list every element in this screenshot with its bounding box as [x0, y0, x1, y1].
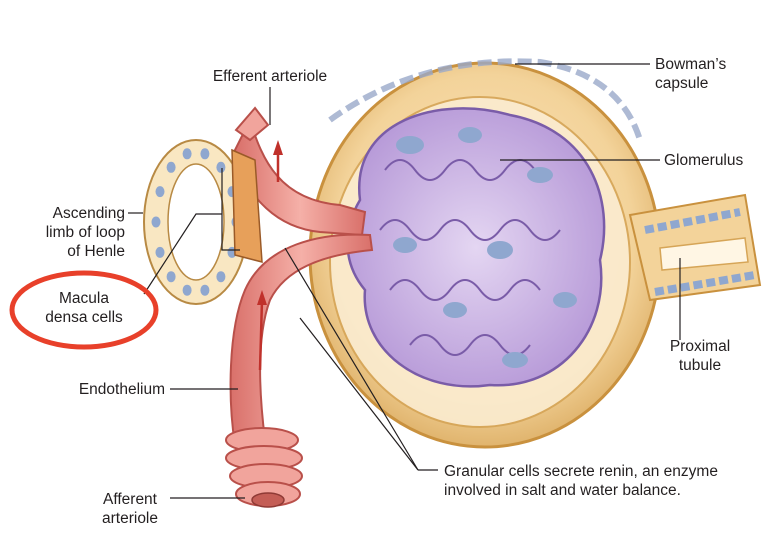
tubule-nucleus: [200, 148, 210, 160]
tubule-nucleus: [182, 284, 192, 296]
label-efferent-arteriole: Efferent arteriole: [212, 68, 328, 85]
label-glomerulus: Glomerulus: [664, 152, 744, 169]
label-granular-cells: Granular cells secrete renin, an enzyme …: [444, 463, 718, 499]
arterioles-shape: [225, 106, 374, 508]
afferent-coil: [225, 427, 303, 508]
leader-lines: [128, 63, 681, 499]
tubule-nucleus: [182, 148, 192, 160]
glomerulus-shape: [346, 107, 606, 388]
tubule-nucleus: [166, 161, 176, 173]
label-ascending-limb: Ascending limb of loop of Henle: [45, 205, 125, 260]
label-afferent-arteriole: Afferent arteriole: [102, 491, 158, 527]
tubule-nucleus: [155, 186, 165, 198]
tubule-nucleus: [200, 284, 210, 296]
highlight-circle: [9, 270, 159, 350]
tubule-nucleus: [166, 271, 176, 283]
tubule-nucleus: [151, 216, 161, 228]
tubule-nucleus: [216, 161, 226, 173]
label-proximal-tubule: Proximal tubule: [669, 338, 731, 374]
ascending-limb-shape: [143, 139, 249, 305]
tubule-nucleus: [216, 271, 226, 283]
label-bowmans-capsule: Bowman’s capsule: [655, 56, 727, 92]
tubule-nucleus: [155, 246, 165, 258]
label-macula-densa: Macula densa cells: [45, 290, 123, 326]
label-endothelium: Endothelium: [78, 381, 165, 398]
